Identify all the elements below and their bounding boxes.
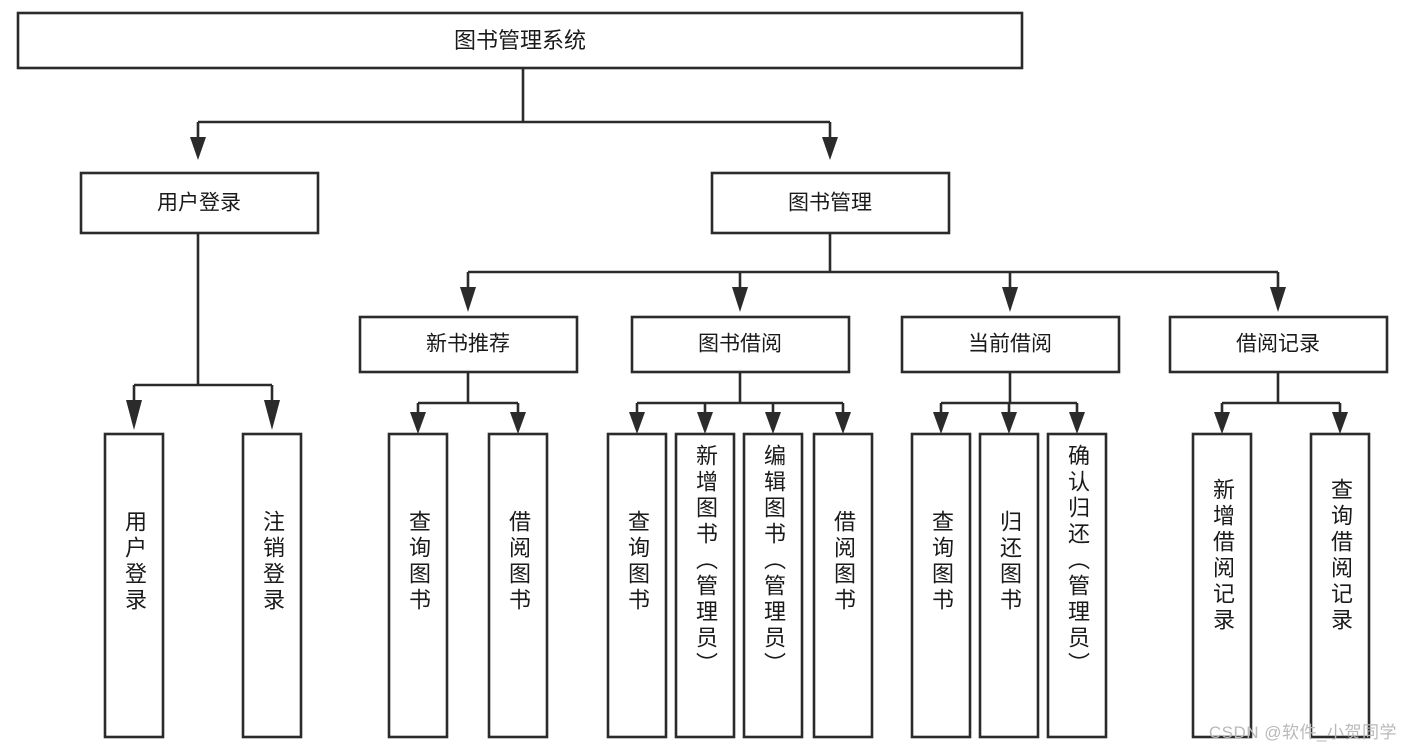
arrow-leaf-13 <box>1332 412 1348 434</box>
arrow-leaf-1 <box>126 400 142 430</box>
node-book-borrow-box <box>630 315 851 374</box>
node-current-borrow[interactable]: 当前借阅 <box>900 315 1121 374</box>
arrow-to-user-login <box>190 137 206 160</box>
csdn-watermark: CSDN @软件_小贺同学 <box>1208 723 1397 742</box>
arrow-leaf-2 <box>264 400 280 430</box>
node-root-box <box>16 11 1024 70</box>
leaf-box-8[interactable] <box>812 432 874 739</box>
node-user-login-box <box>79 171 320 235</box>
leaf-boxes <box>103 432 1371 739</box>
arrow-to-current-borrow <box>1002 287 1018 312</box>
node-new-book-recommend-box <box>358 315 579 374</box>
arrow-to-new-book <box>460 287 476 312</box>
leaf-box-5[interactable] <box>606 432 668 739</box>
node-user-login[interactable]: 用户登录 <box>79 171 320 235</box>
leaf-box-10[interactable] <box>978 432 1040 739</box>
node-book-management-label: 图书管理 <box>788 192 872 215</box>
node-borrow-record-box <box>1168 315 1389 374</box>
edges-userlogin-to-leaves <box>126 233 280 430</box>
arrow-leaf-9 <box>933 412 949 434</box>
arrow-leaf-6 <box>697 412 713 434</box>
node-user-login-label: 用户登录 <box>157 192 241 215</box>
arrow-leaf-12 <box>1214 412 1230 434</box>
arrow-leaf-10 <box>1001 412 1017 434</box>
arrow-to-borrow <box>732 287 748 312</box>
node-book-management[interactable]: 图书管理 <box>710 171 951 235</box>
node-book-borrow[interactable]: 图书借阅 <box>630 315 851 374</box>
node-current-borrow-label: 当前借阅 <box>968 333 1052 356</box>
leaf-box-12[interactable] <box>1191 432 1253 739</box>
node-borrow-record[interactable]: 借阅记录 <box>1168 315 1389 374</box>
node-new-book-recommend-label: 新书推荐 <box>426 333 510 356</box>
leaf-box-7[interactable] <box>742 432 804 739</box>
edges-newbook-to-leaves <box>410 372 526 434</box>
edges-root-to-level2 <box>190 68 838 160</box>
edges-borrow-to-leaves <box>629 372 851 434</box>
edges-currentborrow-to-leaves <box>933 372 1085 434</box>
leaf-box-9[interactable] <box>910 432 972 739</box>
node-new-book-recommend[interactable]: 新书推荐 <box>358 315 579 374</box>
leaf-box-13[interactable] <box>1309 432 1371 739</box>
arrow-to-book-manage <box>822 137 838 160</box>
arrow-leaf-3 <box>410 412 426 434</box>
node-current-borrow-box <box>900 315 1121 374</box>
edges-bookmanage-to-level3 <box>460 233 1286 312</box>
node-book-management-box <box>710 171 951 235</box>
arrow-leaf-4 <box>510 412 526 434</box>
arrow-leaf-8 <box>835 412 851 434</box>
arrow-leaf-5 <box>629 412 645 434</box>
leaf-box-3[interactable] <box>387 432 449 739</box>
leaf-box-1[interactable] <box>103 432 165 739</box>
leaf-box-6[interactable] <box>674 432 736 739</box>
leaf-box-2[interactable] <box>241 432 303 739</box>
leaf-box-4[interactable] <box>487 432 549 739</box>
edges-borrowrecord-to-leaves <box>1214 372 1348 434</box>
leaf-box-11[interactable] <box>1046 432 1108 739</box>
node-root-label: 图书管理系统 <box>454 28 586 53</box>
arrow-leaf-11 <box>1069 412 1085 434</box>
arrow-leaf-7 <box>765 412 781 434</box>
arrow-to-borrow-record <box>1270 287 1286 312</box>
node-root-system[interactable]: 图书管理系统 <box>16 11 1024 70</box>
node-book-borrow-label: 图书借阅 <box>698 333 782 356</box>
node-borrow-record-label: 借阅记录 <box>1236 333 1320 356</box>
